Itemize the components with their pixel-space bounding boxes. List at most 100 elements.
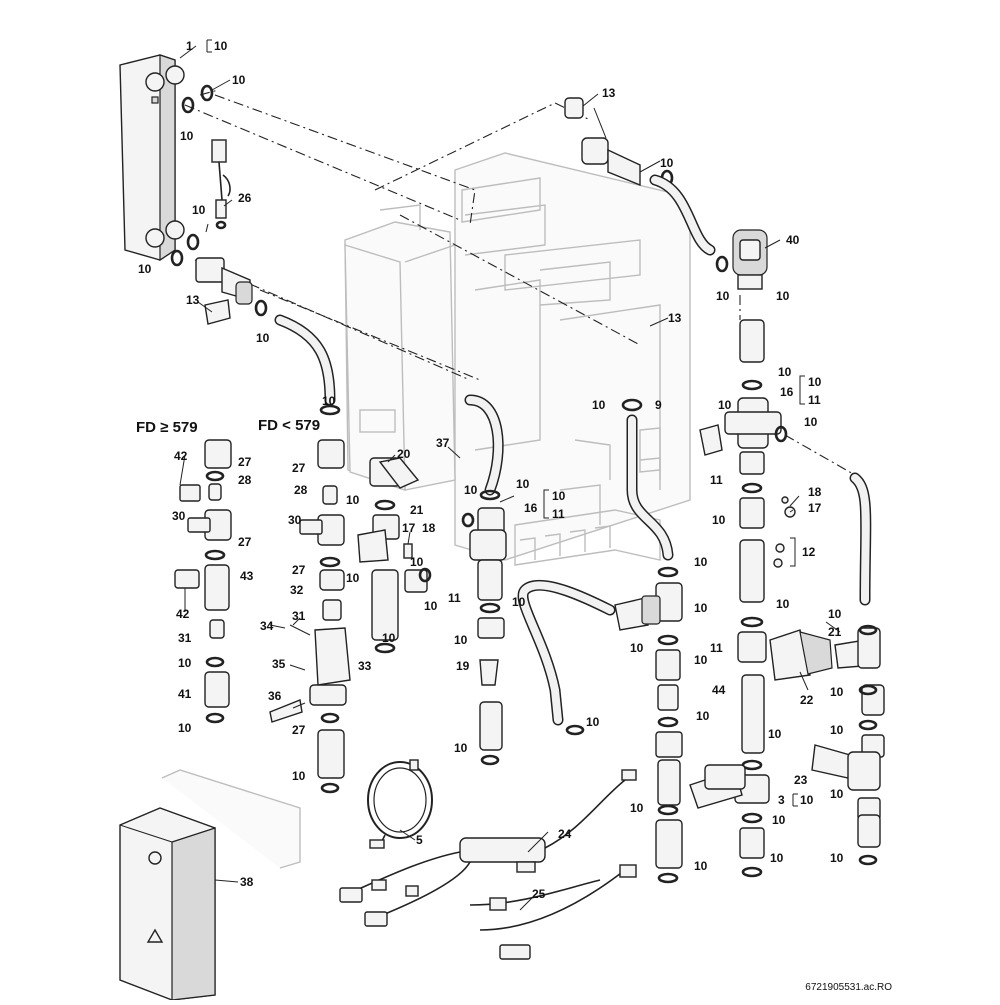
part-label: 10 bbox=[214, 39, 228, 53]
part-label: 21 bbox=[828, 625, 842, 639]
part-label: 10 bbox=[776, 597, 790, 611]
part-label: 42 bbox=[174, 449, 188, 463]
heading-fd-ge-579: FD ≥ 579 bbox=[136, 419, 198, 436]
part-label: 17 bbox=[402, 521, 416, 535]
part-label: 10 bbox=[592, 398, 606, 412]
part-label: 27 bbox=[292, 461, 306, 475]
part-label: 26 bbox=[238, 191, 252, 205]
leader-lines bbox=[179, 45, 841, 911]
part-label: 13 bbox=[602, 86, 616, 100]
part-label: 10 bbox=[346, 493, 360, 507]
part-label: 27 bbox=[292, 563, 306, 577]
part-label: 10 bbox=[454, 633, 468, 647]
part-label: 11 bbox=[448, 591, 461, 605]
part-label: 10 bbox=[778, 365, 792, 379]
part-label: 10 bbox=[292, 769, 306, 783]
part-label: 16 bbox=[524, 501, 538, 515]
part-label: 10 bbox=[138, 262, 152, 276]
part-label: 10 bbox=[180, 129, 194, 143]
part-label: 10 bbox=[256, 331, 270, 345]
part-label: 41 bbox=[178, 687, 192, 701]
part-label: 10 bbox=[410, 555, 424, 569]
part-label: 25 bbox=[532, 887, 546, 901]
control-box bbox=[119, 769, 301, 1001]
part-label: 30 bbox=[172, 509, 186, 523]
part-label: 10 bbox=[232, 73, 246, 87]
part-label: 10 bbox=[770, 851, 784, 865]
part-label: 10 bbox=[192, 203, 206, 217]
part-label: 10 bbox=[716, 289, 730, 303]
center-left-column bbox=[357, 457, 432, 654]
part-label: 27 bbox=[238, 455, 252, 469]
part-label: 10 bbox=[694, 555, 708, 569]
part-label: 10 bbox=[694, 859, 708, 873]
part-label: 10 bbox=[800, 793, 814, 807]
mounting-frame bbox=[454, 152, 691, 566]
pipe-u-bend bbox=[517, 579, 616, 736]
part-label: 27 bbox=[292, 723, 306, 737]
part-label: 10 bbox=[346, 571, 360, 585]
part-label: 10 bbox=[768, 727, 782, 741]
right-valve-group bbox=[699, 319, 796, 603]
part-label: 10 bbox=[694, 601, 708, 615]
part-label: 10 bbox=[776, 289, 790, 303]
part-label: 23 bbox=[794, 773, 808, 787]
part-label: 10 bbox=[830, 685, 844, 699]
part-label: 1 bbox=[186, 39, 193, 53]
part-label: 44 bbox=[712, 683, 726, 697]
part-label: 35 bbox=[272, 657, 286, 671]
part-label: 10 bbox=[178, 656, 192, 670]
part-label: 5 bbox=[416, 833, 423, 847]
part-label: 18 bbox=[808, 485, 822, 499]
part-label: 10 bbox=[424, 599, 438, 613]
part-label: 10 bbox=[454, 741, 468, 755]
part-label: 10 bbox=[516, 477, 530, 491]
part-label: 3 bbox=[778, 793, 785, 807]
part-label: 10 bbox=[382, 631, 396, 645]
part-label: 10 bbox=[464, 483, 478, 497]
part-label: 10 bbox=[696, 709, 710, 723]
filter-23 bbox=[811, 624, 885, 866]
column-fd-lt-579 bbox=[269, 404, 351, 794]
part-label: 10 bbox=[712, 513, 726, 527]
part-label: 31 bbox=[178, 631, 192, 645]
valve-40 bbox=[732, 229, 768, 290]
part-label: 10 bbox=[322, 394, 336, 408]
part-label: 20 bbox=[397, 447, 411, 461]
pipe-left bbox=[274, 314, 336, 406]
temperature-sensor bbox=[211, 139, 231, 230]
part-label: 18 bbox=[422, 521, 436, 535]
part-label: 27 bbox=[238, 535, 252, 549]
part-label: 10 bbox=[830, 723, 844, 737]
pipe-top-right bbox=[564, 97, 716, 256]
part-label: 10 bbox=[804, 415, 818, 429]
part-label: 10 bbox=[178, 721, 192, 735]
part-label: 13 bbox=[668, 311, 682, 325]
part-label: 10 bbox=[660, 156, 674, 170]
part-label: 30 bbox=[288, 513, 302, 527]
part-label: 12 bbox=[802, 545, 816, 559]
part-label: 10 bbox=[828, 607, 842, 621]
heading-fd-lt-579: FD < 579 bbox=[258, 417, 320, 434]
part-label: 21 bbox=[410, 503, 424, 517]
part-label: 43 bbox=[240, 569, 254, 583]
part-label: 34 bbox=[260, 619, 274, 633]
part-label: 10 bbox=[512, 595, 526, 609]
part-label: 10 bbox=[630, 801, 644, 815]
part-label: 10 bbox=[586, 715, 600, 729]
part-label: 19 bbox=[456, 659, 470, 673]
part-label: 24 bbox=[558, 827, 572, 841]
part-label: 10 bbox=[772, 813, 786, 827]
return-fitting bbox=[195, 257, 253, 325]
part-label: 22 bbox=[800, 693, 814, 707]
part-label: 10 bbox=[694, 653, 708, 667]
part-label: 9 bbox=[655, 398, 662, 412]
part-label: 10 bbox=[808, 375, 822, 389]
filter-3 bbox=[689, 764, 746, 809]
part-label: 17 bbox=[808, 501, 822, 515]
part-label: 37 bbox=[436, 436, 450, 450]
part-label: 31 bbox=[292, 609, 306, 623]
part-label: 16 bbox=[780, 385, 794, 399]
part-label: 10 bbox=[718, 398, 732, 412]
